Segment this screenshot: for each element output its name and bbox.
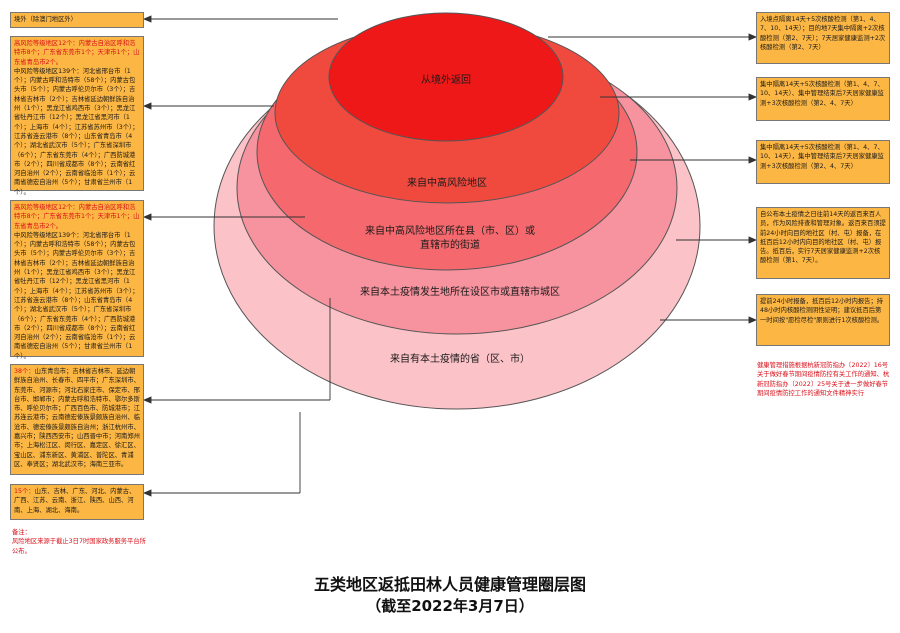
- province-list: 山东、吉林、广东、河北、内蒙古、广西、江苏、云南、浙江、陕西、山西、河南、上海、…: [14, 488, 136, 514]
- ring-label-province: 来自有本土疫情的省（区、市）: [390, 354, 530, 365]
- page-subtitle: （截至2022年3月7日）: [366, 597, 534, 615]
- ring-label-overseas: 从境外返回: [421, 75, 471, 86]
- box-measure-county: 集中隔离14天+5次核酸检测（第1、4、7、10、14天），集中管理结束后7天居…: [756, 140, 890, 184]
- page-title: 五类地区返抵田林人员健康管理圈层图: [313, 575, 586, 594]
- high-risk-list: 高风险等级地区12个：内蒙古自治区呼和浩特市8个；广东省东莞市1个；天津市1个；…: [14, 40, 140, 66]
- measure-overseas-text: 入境点隔离14天+5次核酸检测（第1、4、7、10、14天）；目的地7天集中隔离…: [760, 16, 886, 51]
- measure-city-text: 自公布本土疫情之日往前14天的返百来百人员，作为风险排查和管理对象。返百来百须提…: [760, 211, 886, 265]
- ring-label-city: 来自本土疫情发生地所在设区市或直辖市城区: [360, 287, 560, 298]
- ring-label-mid-high-risk: 来自中高风险地区: [407, 178, 487, 189]
- note: 备注： 风险地区来源于截止3日7时国家政务服务平台所公布。: [12, 528, 152, 556]
- province-count: 15个：: [14, 488, 35, 495]
- box-city: 38个：山东青岛市；吉林省吉林市、延边朝鲜族自治州、长春市、四平市；广东深圳市、…: [10, 364, 144, 475]
- box-county: 高风险等级地区12个：内蒙古自治区呼和浩特市8个；广东省东莞市1个；天津市1个；…: [10, 200, 144, 360]
- note-body: 风险地区来源于截止3日7时国家政务服务平台所公布。: [12, 538, 146, 555]
- note-title: 备注：: [12, 529, 31, 536]
- box-measure-overseas: 入境点隔离14天+5次核酸检测（第1、4、7、10、14天）；目的地7天集中隔离…: [756, 12, 890, 64]
- box-overseas-text: 境外（除澳门地区外）: [14, 16, 77, 23]
- measure-mid-high-text: 集中隔离14天+5次核酸检测（第1、4、7、10、14天）、集中管理结束后7天居…: [760, 81, 884, 107]
- city-count: 38个：: [14, 368, 35, 375]
- box-province: 15个：山东、吉林、广东、河北、内蒙古、广西、江苏、云南、浙江、陕西、山西、河南…: [10, 484, 144, 520]
- high-risk-list: 高风险等级地区12个：内蒙古自治区呼和浩特市8个；广东省东莞市1个；天津市1个；…: [14, 204, 140, 230]
- box-mid-high-risk: 高风险等级地区12个：内蒙古自治区呼和浩特市8个；广东省东莞市1个；天津市1个；…: [10, 36, 144, 196]
- policy-note: 健康管理措施根据杭新冠防指办〔2022〕16号关于做好春节期间疫情防控有关工作的…: [757, 362, 890, 398]
- city-list: 山东青岛市；吉林省吉林市、延边朝鲜族自治州、长春市、四平市；广东深圳市、东莞市、…: [14, 368, 140, 468]
- box-measure-province: 提前24小时报备，抵百后12小时内报告；持48小时内核酸检测阴性证明；建议抵百后…: [756, 294, 890, 346]
- measure-county-text: 集中隔离14天+5次核酸检测（第1、4、7、10、14天），集中管理结束后7天居…: [760, 144, 884, 170]
- box-overseas: 境外（除澳门地区外）: [10, 12, 144, 28]
- mid-risk-list: 中风险等级地区139个：河北省邢台市（1个）；内蒙古呼和浩特市（58个）；内蒙古…: [14, 231, 139, 360]
- measure-province-text: 提前24小时报备，抵百后12小时内报告；持48小时内核酸检测阴性证明；建议抵百后…: [760, 298, 884, 324]
- ring-1: [328, 12, 564, 142]
- box-measure-city: 自公布本土疫情之日往前14天的返百来百人员，作为风险排查和管理对象。返百来百须提…: [756, 207, 890, 279]
- ring-label-county-line1: 来自中高风险地区所在县（市、区）或: [365, 226, 535, 237]
- box-measure-mid-high: 集中隔离14天+5次核酸检测（第1、4、7、10、14天）、集中管理结束后7天居…: [756, 77, 890, 121]
- ring-label-county-line2: 直辖市的街道: [420, 240, 480, 251]
- mid-risk-list: 中风险等级地区139个：河北省邢台市（1个）；内蒙古呼和浩特市（58个）；内蒙古…: [14, 67, 139, 196]
